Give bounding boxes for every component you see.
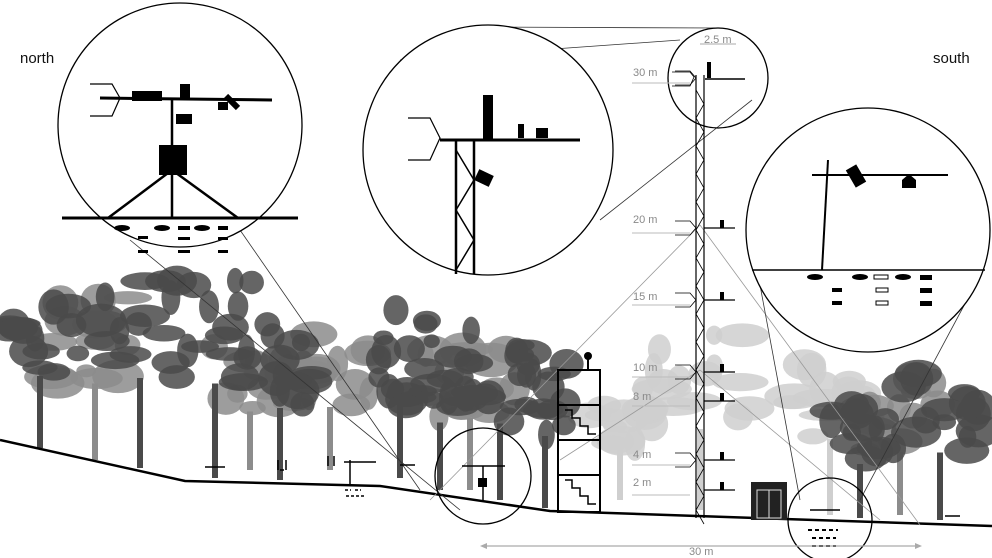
distance-label: 30 m: [689, 546, 714, 558]
magnifier-tower-top: [667, 27, 769, 129]
instrument-boom: [675, 364, 735, 380]
boom-length-label: 2.5 m: [704, 34, 732, 46]
tree: [809, 391, 907, 518]
tree: [238, 312, 333, 480]
magnifier-scaffold-station: [434, 427, 532, 525]
ground-line: [0, 438, 992, 528]
magnifier-north-station: [57, 2, 303, 253]
instrument-boom: [704, 482, 735, 491]
south-label: south: [933, 50, 970, 67]
north-label: north: [20, 50, 55, 67]
background-trees: [567, 323, 885, 515]
flux-tower: [695, 75, 705, 525]
instrument-boom: [675, 452, 735, 468]
instrument-boom: [675, 220, 735, 236]
magnifier-south-station: [745, 107, 991, 353]
height-label-15m: 15 m: [633, 291, 658, 303]
tree: [881, 359, 992, 520]
magnifier-scaffold-top: [362, 24, 614, 276]
height-label-30m: 30 m: [633, 67, 658, 79]
scaffold-tower: [557, 352, 601, 513]
height-label-2m: 2 m: [633, 477, 652, 489]
height-label-4m: 4 m: [633, 449, 652, 461]
foreground-trees: [0, 265, 992, 520]
height-ticks: [632, 82, 690, 496]
tree: [0, 289, 92, 448]
height-label-20m: 20 m: [633, 214, 658, 226]
tree: [157, 265, 269, 478]
height-label-10m: 10 m: [633, 362, 658, 374]
instrument-boom: [675, 292, 735, 308]
instrument-boom: [675, 70, 697, 86]
distance-arrow: [480, 543, 922, 549]
ground-stations: [205, 456, 960, 517]
instrument-booms: [675, 70, 735, 491]
instrument-hut: [751, 482, 787, 520]
instrument-boom: [704, 393, 735, 402]
callout-lines: [129, 26, 976, 511]
height-label-8m: 8 m: [633, 391, 652, 403]
